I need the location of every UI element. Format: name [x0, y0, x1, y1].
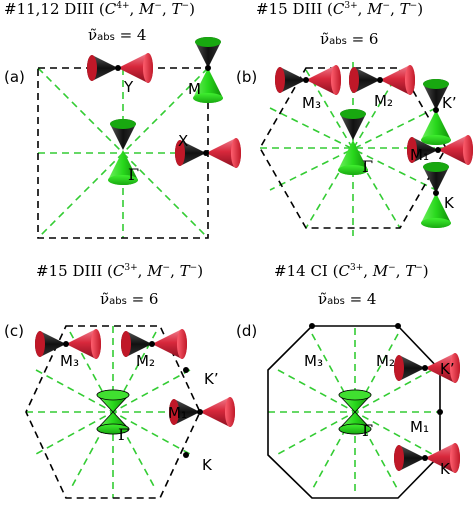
- panel-c-letter: (c): [4, 322, 24, 340]
- label-m3-b: M₃: [302, 94, 321, 112]
- label-gamma-b: Γ: [362, 157, 373, 176]
- label-gamma-a: Γ: [128, 165, 139, 184]
- label-kprime-d: K’: [440, 360, 455, 378]
- label-m: M: [188, 80, 201, 98]
- panel-d: (d) M₃ M₂ K’ M₁ K Γ: [236, 322, 460, 499]
- label-m3-c: M₃: [60, 352, 79, 370]
- label-x: X: [178, 132, 188, 150]
- panel-c-title: #15 DIII (C3+, M−, T−): [36, 262, 204, 280]
- panel-c: (c) M₃ M₂ K’ M₁ K Γ: [4, 322, 235, 499]
- label-kprime-b: K’: [442, 94, 457, 112]
- label-m1-d: M₁: [410, 418, 429, 436]
- label-y: Y: [123, 78, 134, 96]
- panel-b-bz-boundary: [259, 67, 447, 229]
- label-k-c: K: [202, 456, 213, 474]
- label-gamma-d: Γ: [362, 421, 373, 440]
- panel-b-nu: ν̃abs = 6: [320, 30, 379, 48]
- panel-d-green-lines: [268, 328, 440, 496]
- label-k-d: K: [440, 460, 451, 478]
- label-kprime-c: K’: [204, 370, 219, 388]
- panel-d-bz-boundary: [267, 325, 441, 499]
- panel-a: (a) Y M X Γ: [4, 37, 241, 239]
- label-m2-d: M₂: [376, 352, 395, 370]
- label-m3-d: M₃: [304, 352, 323, 370]
- panel-b-title: #15 DIII (C3+, M−, T−): [256, 0, 424, 18]
- panel-b: (b) M₃ M₂ K’ M₁ K Γ: [236, 62, 473, 236]
- panel-a-title: #11,12 DIII (C4+, M−, T−): [4, 0, 195, 18]
- panel-a-nu: ν̃abs = 4: [88, 26, 147, 44]
- panel-c-bz-boundary: [25, 325, 201, 499]
- panel-b-letter: (b): [236, 68, 257, 86]
- label-k-b: K: [444, 194, 455, 212]
- panel-d-letter: (d): [236, 322, 257, 340]
- panel-d-nu: ν̃abs = 4: [318, 290, 377, 308]
- label-m2-b: M₂: [374, 92, 393, 110]
- panel-c-nu: ν̃abs = 6: [100, 290, 159, 308]
- label-m1-b: M₁: [410, 146, 429, 164]
- panel-a-letter: (a): [4, 68, 25, 86]
- label-m2-c: M₂: [136, 352, 155, 370]
- label-m1-c: M₁: [168, 404, 187, 422]
- panel-d-title: #14 CI (C3+, M−, T−): [274, 262, 429, 280]
- label-gamma-c: Γ: [118, 425, 129, 444]
